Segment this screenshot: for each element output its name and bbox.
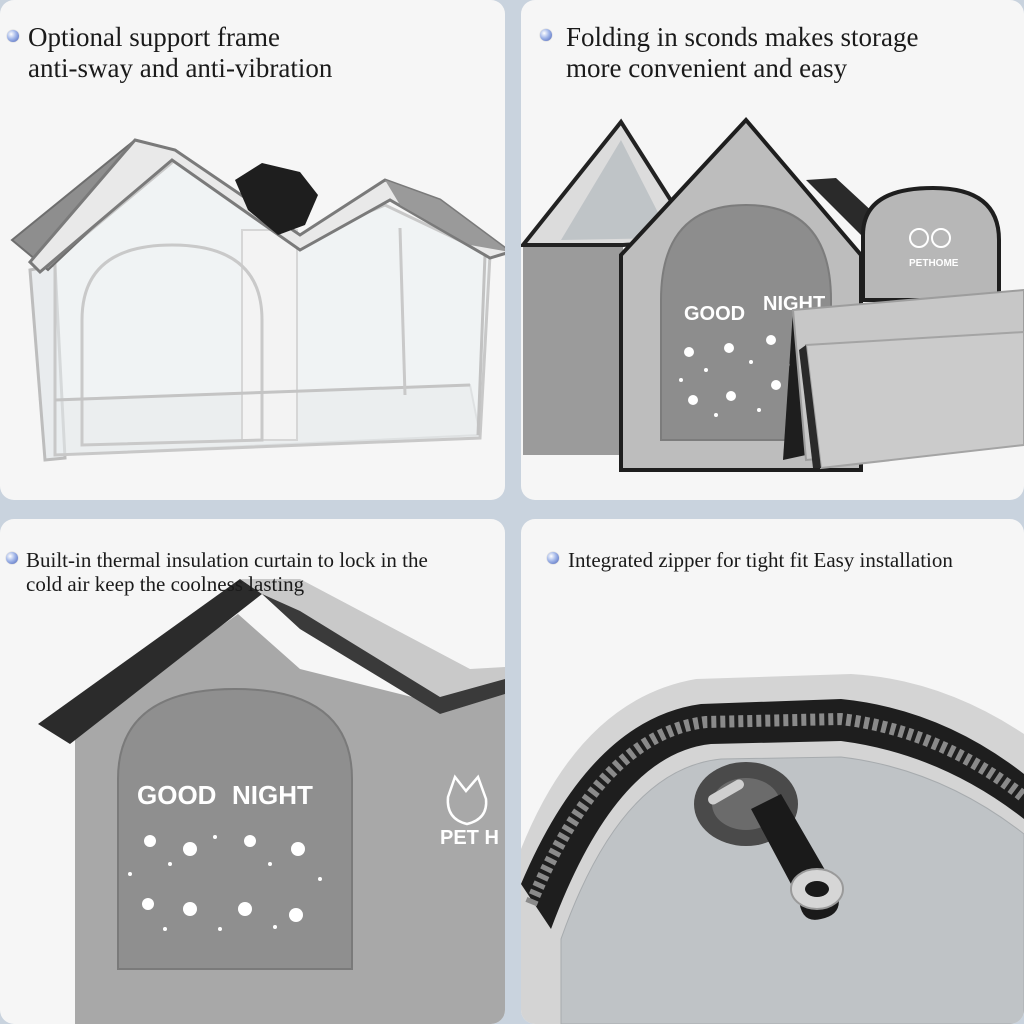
panel-support-frame: [0, 0, 505, 500]
caption-support-frame: Optional support frame anti-sway and ant…: [28, 22, 332, 84]
frame-house-illustration: [10, 138, 505, 462]
panel-folding: GOOD NIGHT PETHOME: [521, 0, 1024, 500]
caption-line: Built-in thermal insulation curtain to l…: [26, 548, 428, 572]
caption-line: anti-sway and anti-vibration: [28, 53, 333, 84]
star-icon: [128, 835, 322, 931]
bullet-icon: [547, 552, 559, 564]
moon-icon: [684, 335, 781, 405]
panel-insulation: GOOD NIGHT PET H: [0, 519, 505, 1024]
brand-text: PET H: [440, 827, 499, 849]
caption-line: more convenient and easy: [566, 53, 848, 84]
caption-line: Optional support frame: [28, 22, 280, 52]
folded-panels-illustration: GOOD NIGHT PETHOME: [521, 116, 1024, 472]
caption-insulation: Built-in thermal insulation curtain to l…: [26, 548, 428, 596]
moon-icon: [142, 835, 305, 922]
caption-zipper: Integrated zipper for tight fit Easy ins…: [568, 548, 953, 572]
brand-text: PETHOME: [909, 258, 959, 269]
caption-line: Integrated zipper for tight fit Easy ins…: [568, 548, 953, 572]
bullet-icon: [7, 30, 19, 42]
good-text: GOOD: [684, 303, 745, 325]
bullet-icon: [540, 29, 552, 41]
night-text: NIGHT: [232, 780, 313, 810]
caption-line: Folding in sconds makes storage: [566, 22, 919, 52]
insulated-house-illustration: GOOD NIGHT PET H: [38, 579, 505, 1024]
pet-face-icon: [909, 228, 951, 248]
pet-face-icon: [446, 774, 488, 826]
good-text: GOOD: [137, 780, 216, 810]
caption-line: cold air keep the coolness lasting: [26, 572, 305, 597]
bullet-icon: [6, 552, 18, 564]
zipper-pull-icon: [694, 762, 844, 920]
zipper-closeup-illustration: [521, 674, 1024, 1024]
caption-folding: Folding in sconds makes storage more con…: [566, 22, 918, 84]
panel-zipper: [521, 519, 1024, 1024]
